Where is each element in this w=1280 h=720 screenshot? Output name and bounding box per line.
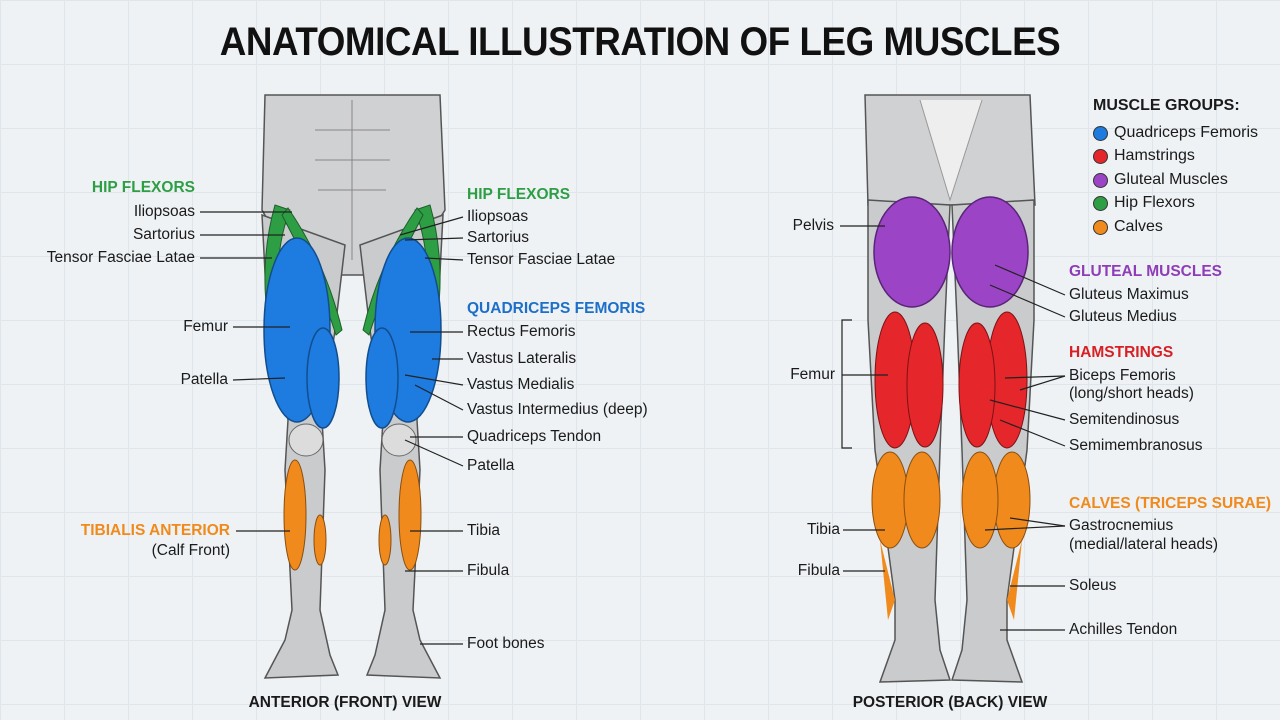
label-tfl-left: Tensor Fasciae Latae [46, 249, 195, 266]
label-fibula-back: Fibula [797, 562, 840, 579]
label-gluteus-medius: Gluteus Medius [1069, 308, 1177, 325]
label-fibula-front: Fibula [467, 562, 510, 579]
label-vastus-intermedius: Vastus Intermedius (deep) [467, 401, 648, 418]
label-patella-right: Patella [467, 457, 515, 474]
legend-label: Gluteal Muscles [1114, 171, 1228, 188]
label-gastrocnemius-sub: (medial/lateral heads) [1069, 536, 1219, 553]
label-gluteus-maximus: Gluteus Maximus [1069, 286, 1189, 303]
posterior-view-label: POSTERIOR (BACK) VIEW [852, 694, 1048, 711]
leader-lines [200, 211, 1066, 645]
back-right-leg [951, 196, 1035, 683]
label-tibia-back: Tibia [806, 521, 840, 538]
legend-dot-icon [1093, 219, 1108, 235]
quadriceps-heading: QUADRICEPS FEMORIS [467, 300, 646, 317]
legend-label: Hip Flexors [1114, 194, 1195, 211]
label-patella-left: Patella [180, 371, 228, 388]
legend-label: Hamstrings [1114, 147, 1195, 164]
legend-dot-icon [1093, 148, 1108, 164]
label-tibia-front: Tibia [467, 522, 501, 539]
label-sartorius-left: Sartorius [132, 226, 195, 243]
legend-title: MUSCLE GROUPS: [1093, 97, 1240, 114]
legend-dot-icon [1093, 125, 1108, 141]
legend-label: Calves [1114, 218, 1163, 235]
label-femur-front: Femur [183, 318, 228, 335]
hip-flexors-heading-left: HIP FLEXORS [91, 179, 195, 196]
legend-item-quadriceps: Quadriceps Femoris [1093, 124, 1258, 142]
front-right-leg [359, 204, 444, 679]
hip-flexors-heading-right: HIP FLEXORS [467, 186, 571, 203]
legend-item-hip-flexors: Hip Flexors [1093, 194, 1195, 212]
label-soleus: Soleus [1069, 577, 1117, 594]
label-sartorius-right: Sartorius [467, 229, 530, 246]
label-tfl-right: Tensor Fasciae Latae [467, 251, 616, 268]
legend-item-hamstrings: Hamstrings [1093, 147, 1195, 165]
hamstrings-heading: HAMSTRINGS [1069, 344, 1174, 361]
label-quadriceps-tendon: Quadriceps Tendon [467, 428, 602, 445]
label-iliopsoas-right: Iliopsoas [467, 208, 529, 225]
label-rectus-femoris: Rectus Femoris [467, 323, 576, 340]
calves-heading: CALVES (TRICEPS SURAE) [1069, 495, 1272, 512]
label-vastus-lateralis: Vastus Lateralis [467, 350, 577, 367]
label-pelvis: Pelvis [792, 217, 834, 234]
tibialis-sub: (Calf Front) [151, 542, 230, 559]
legend-dot-icon [1093, 172, 1108, 188]
label-biceps-femoris-sub: (long/short heads) [1069, 385, 1194, 402]
anterior-view-label: ANTERIOR (FRONT) VIEW [248, 694, 442, 711]
label-vastus-medialis: Vastus Medialis [467, 376, 575, 393]
label-foot-bones: Foot bones [467, 635, 545, 652]
tibialis-heading: TIBIALIS ANTERIOR [80, 522, 230, 539]
legend-label: Quadriceps Femoris [1114, 124, 1259, 141]
legend-item-gluteal: Gluteal Muscles [1093, 171, 1228, 189]
label-biceps-femoris: Biceps Femoris [1069, 367, 1176, 384]
label-iliopsoas-left: Iliopsoas [133, 203, 195, 220]
label-semitendinosus: Semitendinosus [1069, 411, 1180, 428]
page-title: ANATOMICAL ILLUSTRATION OF LEG MUSCLES [219, 20, 1061, 64]
legend-dot-icon [1093, 195, 1108, 211]
label-achilles-tendon: Achilles Tendon [1069, 621, 1178, 638]
legend-item-calves: Calves [1093, 218, 1163, 236]
gluteal-heading: GLUTEAL MUSCLES [1069, 263, 1222, 280]
label-semimembranosus: Semimembranosus [1069, 437, 1203, 454]
label-gastrocnemius: Gastrocnemius [1069, 517, 1174, 534]
label-femur-back: Femur [790, 366, 835, 383]
back-left-leg [867, 196, 951, 683]
front-left-leg [261, 204, 346, 679]
